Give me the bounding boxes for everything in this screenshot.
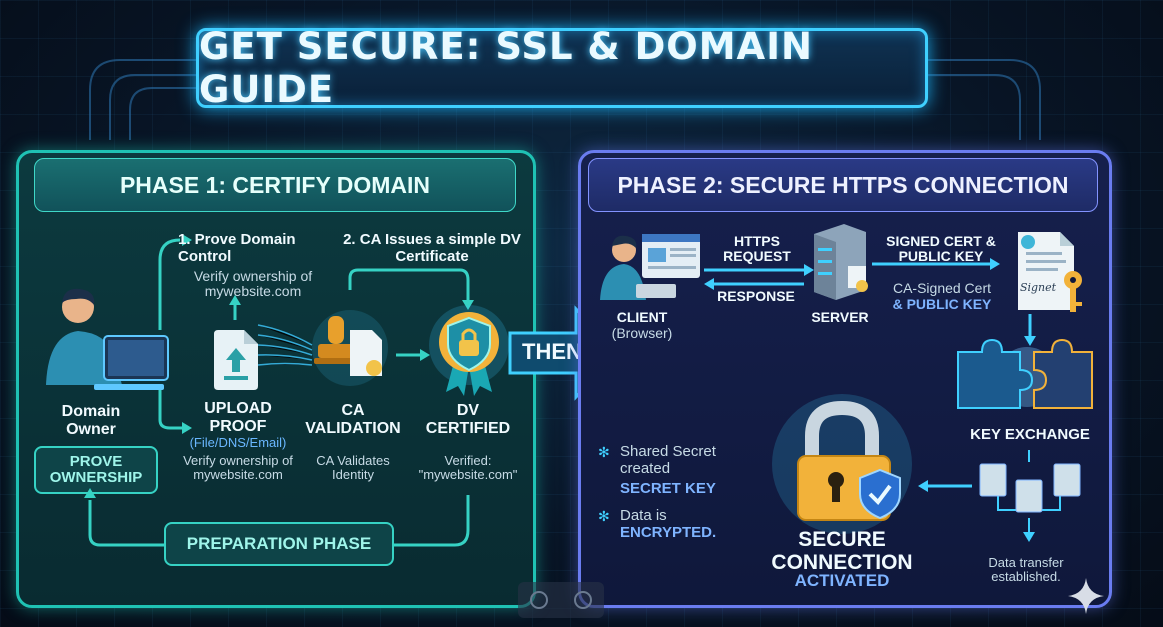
signature-text: Signet	[1019, 281, 1057, 294]
server-icon	[814, 224, 868, 300]
public-key-label: & PUBLIC KEY	[892, 296, 992, 312]
to-lock-arrow	[918, 480, 972, 492]
key-icon	[1064, 271, 1082, 312]
shared-secret-label: Shared Secret created	[620, 443, 716, 477]
title-banner: GET SECURE: SSL & DOMAIN GUIDE	[196, 25, 928, 111]
padlock-icon	[772, 394, 912, 534]
phase2-header: PHASE 2: SECURE HTTPS CONNECTION	[588, 158, 1098, 212]
rotate-left-icon[interactable]	[530, 591, 548, 609]
media-controls	[518, 582, 604, 618]
step2-title: 2. CA Issues a simple DV Certificate	[343, 231, 521, 265]
rotate-right-icon[interactable]	[574, 591, 592, 609]
secure-connection-label: SECURE CONNECTION	[771, 528, 913, 575]
prove-ownership-label: PROVE OWNERSHIP	[49, 452, 143, 486]
domain-owner-label: Domain Owner	[61, 403, 121, 438]
signed-cert-label: SIGNED CERT & PUBLIC KEY	[886, 233, 996, 265]
response-label: RESPONSE	[717, 288, 795, 304]
data-is-label: Data is	[620, 507, 667, 524]
puzzle-icon	[957, 338, 1093, 409]
ca-validation-desc: CA Validates Identity	[316, 453, 390, 483]
phase2-header-label: PHASE 2: SECURE HTTPS CONNECTION	[617, 171, 1069, 198]
shield-check-icon	[859, 468, 901, 520]
phase1-flow-lines	[84, 234, 474, 547]
certificate-icon	[1018, 232, 1074, 310]
phase1-header-label: PHASE 1: CERTIFY DOMAIN	[119, 171, 431, 198]
activated-label: ACTIVATED	[794, 571, 890, 590]
prove-ownership-button[interactable]: PROVE OWNERSHIP	[34, 446, 158, 494]
key-exchange-label: KEY EXCHANGE	[970, 426, 1090, 443]
upload-proof-title: UPLOAD PROOF	[204, 400, 272, 435]
https-request-label: HTTPS REQUEST	[723, 233, 791, 265]
browser-icon	[600, 234, 700, 300]
ca-validation-title: CA VALIDATION	[305, 402, 401, 437]
step1-desc: Verify ownership of mywebsite.com	[193, 268, 313, 300]
preparation-phase-button[interactable]: PREPARATION PHASE	[164, 522, 394, 566]
computer-icon	[94, 335, 169, 390]
sparkle-icon-2: ✻	[598, 508, 610, 524]
server-label: SERVER	[811, 309, 869, 325]
dv-certified-title: DV CERTIFIED	[425, 402, 511, 437]
client-title: CLIENT	[616, 309, 668, 325]
preparation-phase-label: PREPARATION PHASE	[186, 534, 372, 553]
sparkle-icon: ✻	[598, 444, 610, 460]
sparkle-star-icon	[1068, 578, 1104, 614]
upload-proof-sub: (File/DNS/Email)	[189, 435, 287, 450]
encrypted-label: ENCRYPTED.	[620, 524, 717, 541]
upload-proof-desc: Verify ownership of mywebsite.com	[183, 453, 293, 483]
then-label: THEN	[522, 339, 582, 364]
client-sub: (Browser)	[611, 325, 673, 341]
phase1-header: PHASE 1: CERTIFY DOMAIN	[34, 158, 516, 212]
files-icon	[979, 450, 1081, 542]
ca-signed-cert-label: CA-Signed Cert	[892, 280, 992, 296]
step1-title: 1. Prove Domain Control	[178, 231, 296, 265]
secret-key-label: SECRET KEY	[620, 480, 716, 497]
stamp-icon	[312, 310, 388, 386]
request-arrows	[704, 258, 1036, 346]
dv-certified-desc: Verified: "mywebsite.com"	[418, 453, 518, 483]
page-title: GET SECURE: SSL & DOMAIN GUIDE	[199, 25, 813, 111]
data-transfer-label: Data transfer established.	[988, 555, 1064, 585]
document-upload-icon	[214, 330, 258, 390]
badge-lock-icon	[429, 305, 509, 396]
